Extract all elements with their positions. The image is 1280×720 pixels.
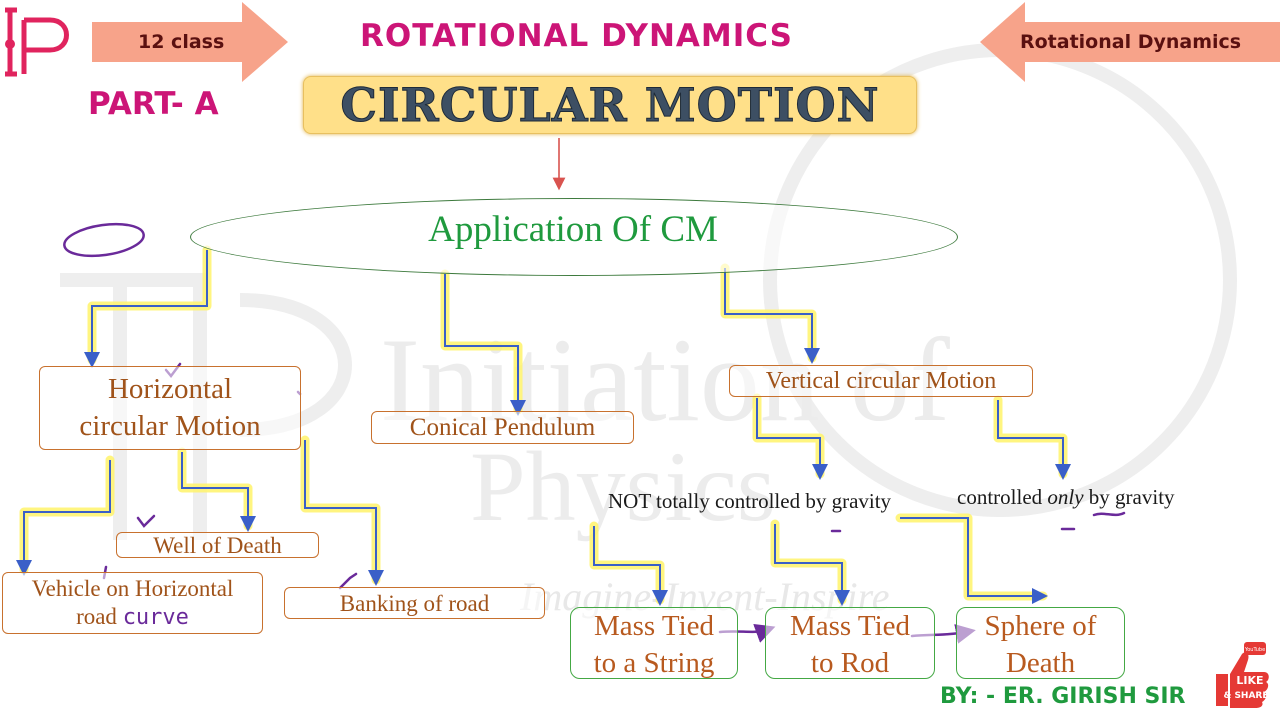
vertical-label: Vertical circular Motion [765, 368, 997, 394]
sphere-line2: Death [1005, 647, 1076, 679]
banking-of-road-box: Banking of road [284, 587, 545, 619]
badge-top-text: YouTube [1244, 647, 1265, 653]
part-label: PART- A [88, 86, 219, 122]
vehicle-road-box: Vehicle on Horizontal road curve [2, 572, 263, 634]
badge-share-text: & SHARE [1223, 691, 1268, 701]
controlled-suffix: by gravity [1088, 485, 1175, 509]
subject-title: ROTATIONAL DYNAMICS [360, 18, 793, 54]
root-label: Application Of CM [428, 209, 718, 250]
well-label: Well of Death [153, 533, 282, 558]
controlled-label: controlled only by gravity [957, 485, 1175, 510]
vehicle-line2-row: road curve [3, 603, 262, 632]
mass-string-line1: Mass Tied [593, 610, 715, 642]
controlled-emph: only [1047, 485, 1084, 509]
topic-arrow [980, 2, 1280, 82]
conical-pendulum-box: Conical Pendulum [371, 411, 634, 444]
byline: BY: - ER. GIRISH SIR [940, 684, 1186, 709]
class-label: 12 class [138, 31, 225, 53]
ip-logo [5, 7, 69, 77]
mass-rod-box: Mass Tied to Rod [765, 607, 935, 679]
vehicle-annotation: curve [122, 605, 189, 630]
mass-string-box: Mass Tied to a String [570, 607, 738, 679]
like-share-badge[interactable]: YouTube LIKE & SHARE [1208, 640, 1274, 714]
conical-pendulum-label: Conical Pendulum [409, 414, 596, 441]
not-controlled-label: NOT totally controlled by gravity [608, 489, 892, 513]
thumbs-up-icon: YouTube LIKE & SHARE [1216, 642, 1269, 708]
vehicle-line1: Vehicle on Horizontal [31, 576, 234, 601]
main-title: CIRCULAR MOTION [340, 78, 880, 133]
main-title-box: CIRCULAR MOTION [303, 76, 917, 134]
badge-like-text: LIKE [1236, 674, 1263, 687]
vertical-circular-motion-box: Vertical circular Motion [729, 365, 1033, 397]
well-of-death-box: Well of Death [116, 532, 319, 558]
banking-label: Banking of road [339, 591, 490, 616]
sphere-of-death-box: Sphere of Death [956, 607, 1125, 679]
mass-string-line2: to a String [593, 647, 715, 679]
watermark-line2: Physics [470, 431, 776, 542]
horizontal-line2: circular Motion [79, 410, 261, 442]
mass-rod-line1: Mass Tied [789, 610, 911, 642]
horizontal-line1: Horizontal [107, 373, 232, 405]
sphere-line1: Sphere of [984, 610, 1097, 642]
horizontal-circular-motion-box: Horizontal circular Motion [39, 366, 301, 450]
vehicle-line2: road [76, 604, 117, 629]
mass-rod-line2: to Rod [810, 647, 890, 679]
root-node [190, 198, 958, 276]
topic-label: Rotational Dynamics [1020, 31, 1242, 53]
controlled-prefix: controlled [957, 485, 1043, 509]
class-arrow [92, 2, 288, 82]
